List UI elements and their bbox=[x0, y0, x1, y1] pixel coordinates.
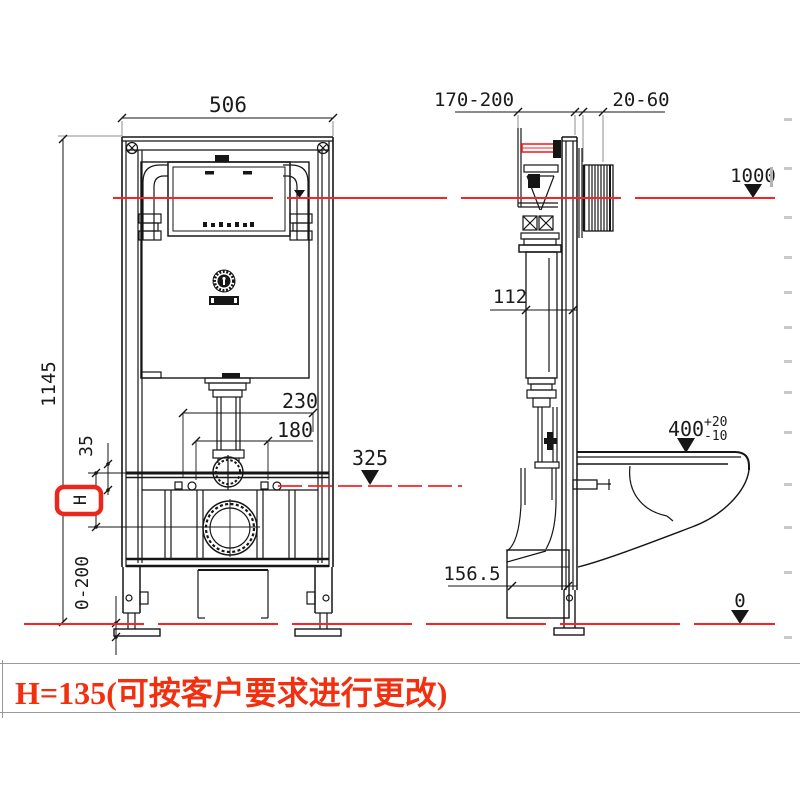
access-panel bbox=[167, 155, 291, 237]
dim-offset-35: 35 bbox=[76, 435, 113, 495]
level-0: 0 bbox=[731, 590, 749, 624]
dim-front-height: 1145 bbox=[38, 134, 122, 627]
dim-35-label: 35 bbox=[76, 435, 97, 457]
drain-elbow bbox=[506, 499, 570, 619]
dim-170-200-label: 170-200 bbox=[434, 89, 514, 111]
panel-clip-marks bbox=[203, 222, 254, 227]
dim-tank-depth: 112 bbox=[490, 286, 578, 315]
dim-h-label: H bbox=[71, 495, 91, 505]
drain-duct bbox=[197, 569, 269, 619]
dim-install-depth: 170-200 20-60 bbox=[434, 89, 670, 162]
reference-lines bbox=[24, 197, 775, 625]
note-text: H=135(可按客户要求进行更改) bbox=[15, 675, 448, 711]
corner-screw-icon bbox=[125, 141, 330, 155]
edge-ruler-ticks bbox=[770, 118, 792, 639]
drain-socket bbox=[88, 499, 260, 557]
level-1000: 1000 bbox=[730, 165, 776, 198]
dim-seat-height: 400 +20 -10 bbox=[668, 415, 727, 453]
flush-valve bbox=[518, 164, 562, 253]
water-level-mark-icon bbox=[294, 190, 305, 198]
table-left-border bbox=[2, 660, 3, 718]
tank-side-profile bbox=[520, 251, 560, 505]
h-highlight-box bbox=[54, 484, 104, 517]
dim-20-60-label: 20-60 bbox=[612, 89, 669, 111]
level-arrow-icon bbox=[744, 184, 762, 198]
side-view: 170-200 20-60 bbox=[434, 89, 776, 636]
dim-1145-label: 1145 bbox=[38, 361, 60, 407]
front-view: 506 1145 bbox=[38, 93, 388, 655]
dim-506-label: 506 bbox=[209, 93, 247, 117]
brand-logo-icon bbox=[212, 269, 236, 293]
dim-325-label: 325 bbox=[352, 446, 388, 470]
level-arrow-icon bbox=[731, 610, 749, 624]
frame-outline bbox=[121, 136, 334, 567]
frame-feet bbox=[113, 567, 342, 637]
inlet-fitting bbox=[517, 128, 561, 208]
dim-180-label: 180 bbox=[277, 418, 313, 442]
dim-0-label: 0 bbox=[734, 590, 745, 612]
flush-slot-icon bbox=[209, 296, 239, 305]
frame-tubes bbox=[138, 164, 313, 241]
dim-400-tol-minus: -10 bbox=[704, 429, 727, 444]
dim-400-label: 400 bbox=[668, 417, 704, 441]
dim-floor-adjust: 0-200 bbox=[72, 556, 121, 655]
dim-112-label: 112 bbox=[493, 286, 527, 308]
dim-drain-offset: 156.5 bbox=[443, 563, 577, 591]
dim-fixing-230: 230 bbox=[178, 389, 318, 478]
wall-bracket bbox=[572, 479, 611, 490]
note-row: H=135(可按客户要求进行更改) bbox=[0, 660, 800, 718]
dim-front-width: 506 bbox=[117, 93, 338, 136]
level-arrow-icon bbox=[361, 470, 379, 485]
dim-156-5-label: 156.5 bbox=[443, 563, 500, 585]
dim-1000-label: 1000 bbox=[730, 165, 776, 187]
dim-230-label: 230 bbox=[282, 389, 318, 413]
side-rail bbox=[553, 136, 585, 636]
dim-seat-ref-325: 325 bbox=[352, 446, 388, 485]
dim-fixing-180: 180 bbox=[191, 418, 313, 480]
dim-400-tol-plus: +20 bbox=[704, 415, 727, 430]
level-arrow-icon bbox=[677, 438, 695, 453]
dim-0-200-label: 0-200 bbox=[72, 556, 93, 610]
dim-h: H bbox=[54, 468, 126, 532]
toilet-bowl-profile bbox=[577, 451, 750, 568]
